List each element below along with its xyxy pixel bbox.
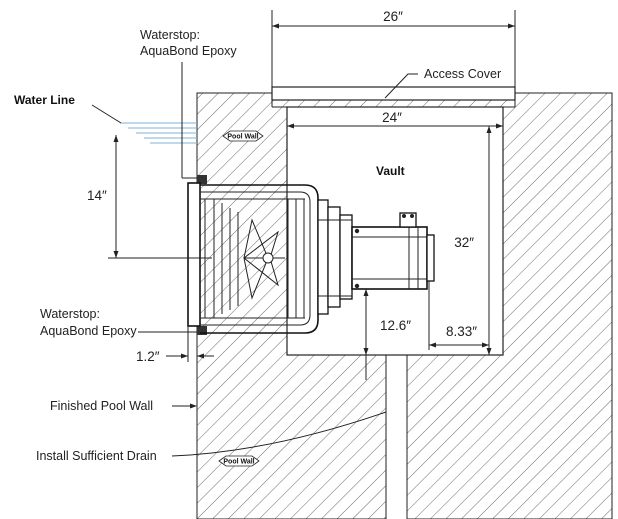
svg-text:1.2″: 1.2″ <box>136 349 160 364</box>
access-cover-leader <box>384 73 418 99</box>
dim-8-33: 8.33″ <box>428 281 489 350</box>
motor <box>351 212 435 290</box>
waterstop-bottom-label-2: AquaBond Epoxy <box>40 324 137 338</box>
svg-text:Pool Wall: Pool Wall <box>227 134 258 141</box>
drain-channel <box>386 355 407 519</box>
pool-wall-tag-bottom: Pool Wall <box>218 455 260 467</box>
dim-24: 24″ <box>287 110 503 129</box>
install-drain-label: Install Sufficient Drain <box>36 449 157 463</box>
svg-text:26″: 26″ <box>383 9 403 24</box>
vault-label: Vault <box>376 164 405 178</box>
motor-coupling <box>317 199 353 315</box>
access-cover <box>271 86 516 101</box>
dim-26: 26″ <box>271 9 516 87</box>
propeller <box>243 218 285 300</box>
dim-12-6: 12.6″ <box>363 289 411 380</box>
water-line-leader <box>91 104 122 124</box>
pool-wall-tag-top: Pool Wall <box>222 130 264 142</box>
dim-32: 32″ <box>454 125 503 355</box>
svg-text:14″: 14″ <box>87 188 107 203</box>
waterstop-block-bottom <box>197 326 207 335</box>
svg-text:12.6″: 12.6″ <box>380 318 411 333</box>
svg-text:8.33″: 8.33″ <box>446 324 477 339</box>
waterstop-bottom-label-1: Waterstop: <box>40 307 100 321</box>
svg-text:32″: 32″ <box>454 235 474 250</box>
dim-14: 14″ <box>87 135 212 259</box>
svg-text:24″: 24″ <box>382 110 402 125</box>
waterstop-top-label-2: AquaBond Epoxy <box>140 44 237 58</box>
svg-text:Pool Wall: Pool Wall <box>223 459 254 466</box>
access-cover-label: Access Cover <box>424 67 501 81</box>
water-line-marks <box>120 122 197 144</box>
drain-leader <box>171 411 387 457</box>
waterstop-block-top <box>197 175 207 184</box>
waterstop-top-label-1: Waterstop: <box>140 28 200 42</box>
finished-pool-wall-label: Finished Pool Wall <box>50 399 153 413</box>
water-line-label: Water Line <box>14 93 75 107</box>
